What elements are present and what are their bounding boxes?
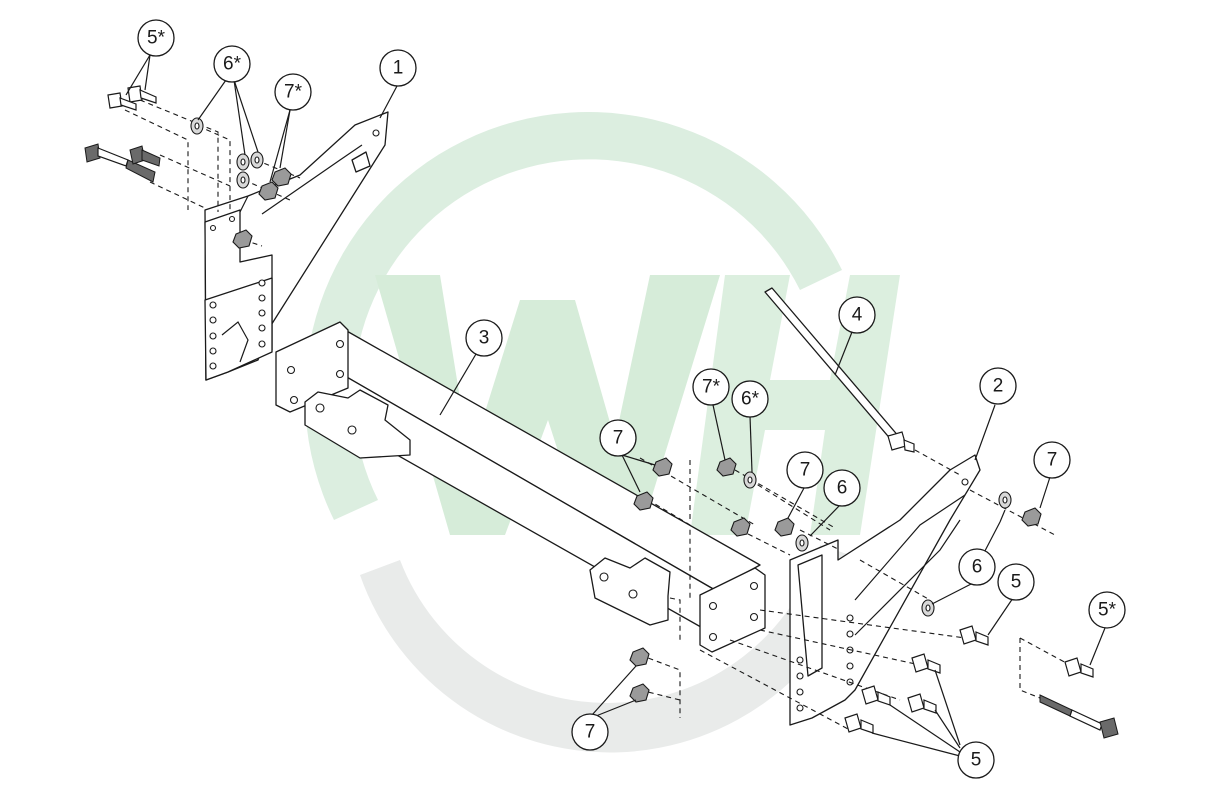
callout-5-star-right: 5* [1088, 591, 1126, 629]
callout-5-bottom-bolts: 5 [957, 741, 995, 779]
callout-1: 1 [379, 49, 417, 87]
watermark-logo [304, 111, 900, 753]
callout-5-bottom-bolts-label: 5 [971, 750, 982, 771]
callout-6-star-top-label: 6* [223, 54, 242, 75]
callout-7-bottom-nuts-label: 7 [585, 722, 596, 743]
callout-7-mid-nut-label: 7 [800, 460, 811, 481]
callout-5-star-right-label: 5* [1098, 600, 1117, 621]
callout-7-star-mid-label: 7* [702, 377, 721, 398]
adjustment-rod [764, 287, 961, 476]
watermark-gray-arc [360, 545, 865, 753]
callout-7-star-top: 7* [274, 73, 312, 111]
callout-6-mid-washer-label: 6 [837, 478, 848, 499]
callout-2-label: 2 [993, 376, 1004, 397]
main-tube [275, 321, 766, 653]
callout-5-star-top: 5* [137, 19, 175, 57]
callout-6-star-mid-label: 6* [741, 389, 760, 410]
callout-5-right-bolt-label: 5 [1011, 572, 1022, 593]
callout-4-label: 4 [852, 305, 863, 326]
callout-7-bottom-nuts: 7 [571, 713, 609, 751]
callout-6-star-mid: 6* [731, 380, 769, 418]
callout-2: 2 [979, 367, 1017, 405]
right-bracket [789, 454, 981, 726]
callout-7-star-mid: 7* [692, 368, 730, 406]
callout-3-label: 3 [479, 328, 490, 349]
callout-3: 3 [465, 319, 503, 357]
watermark-green-arc [304, 111, 842, 520]
callout-6-right-washers: 6 [958, 548, 996, 586]
watermark-letter-h [690, 275, 900, 535]
callout-4: 4 [838, 296, 876, 334]
callout-1-label: 1 [393, 58, 404, 79]
callout-7-right-nut: 7 [1033, 441, 1071, 479]
callout-7-star-top-label: 7* [284, 82, 303, 103]
callout-5-star-top-label: 5* [147, 28, 166, 49]
callout-6-right-washers-label: 6 [972, 557, 983, 578]
callout-7-left-nuts: 7 [599, 419, 637, 457]
right-hardware [629, 457, 1119, 739]
callout-6-star-top: 6* [213, 45, 251, 83]
left-bracket [204, 111, 389, 381]
left-hardware [84, 85, 301, 249]
callout-7-right-nut-label: 7 [1047, 450, 1058, 471]
callout-7-mid-nut: 7 [786, 451, 824, 489]
callout-7-left-nuts-label: 7 [613, 428, 624, 449]
callout-5-right-bolt: 5 [997, 563, 1035, 601]
callout-6-mid-washer: 6 [823, 469, 861, 507]
